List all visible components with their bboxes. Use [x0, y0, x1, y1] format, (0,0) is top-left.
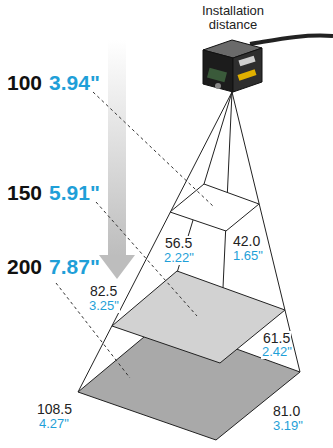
dimension-mm: 108.5 [36, 402, 73, 417]
distance-inch: 5.91" [48, 182, 101, 204]
spot-plane-100 [170, 184, 259, 231]
dimension-inch: 2.42" [261, 345, 293, 359]
spot-plane-150 [112, 271, 285, 363]
distance-inch: 7.87" [48, 256, 101, 278]
distance-arrow [99, 40, 135, 279]
distance-mm: 200 [6, 256, 43, 278]
dimension-mm: 42.0 [232, 234, 261, 249]
dimension-mm: 82.5 [89, 284, 118, 299]
axis-caption: Installation distance [190, 4, 276, 31]
distance-inch: 3.94" [48, 72, 101, 94]
sensor-head [203, 36, 333, 92]
dimension-mm: 56.5 [164, 236, 193, 251]
beam-pyramid [78, 92, 300, 440]
dimension-inch: 1.65" [232, 249, 264, 263]
distance-mm: 150 [6, 182, 43, 204]
dimension-inch: 3.19" [272, 419, 304, 433]
dimension-mm: 81.0 [272, 404, 301, 419]
distance-mm: 100 [6, 72, 43, 94]
dimension-inch: 4.27" [38, 417, 70, 431]
dimension-mm: 61.5 [262, 331, 291, 346]
dimension-inch: 2.22" [163, 251, 195, 265]
leader-lines [56, 92, 214, 378]
dimension-inch: 3.25" [88, 299, 120, 313]
